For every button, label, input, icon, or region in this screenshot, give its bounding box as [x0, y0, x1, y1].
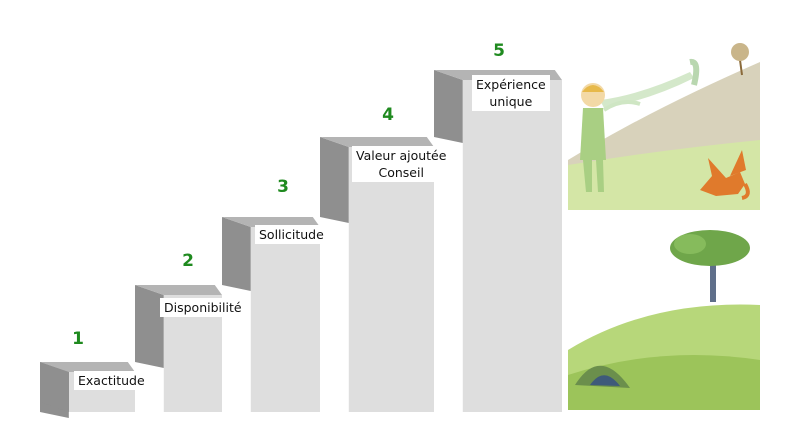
step-label-1: Exactitude: [74, 371, 149, 390]
step-label-2: Disponibilité: [160, 298, 246, 317]
step-3-top: [222, 217, 320, 227]
step-label-5-line2: unique: [489, 94, 533, 109]
step-label-5-line1: Expérience: [476, 77, 546, 92]
step-2-riser: [135, 285, 164, 368]
step-4-riser: [320, 137, 349, 223]
step-label-5: Expérience unique: [472, 75, 550, 111]
step-1-base-side: [40, 362, 69, 412]
step-number-5: 5: [493, 41, 505, 61]
step-number-2: 2: [182, 251, 194, 271]
step-5-face: [462, 80, 562, 412]
step-2-face: [163, 295, 222, 412]
step-label-4-line1: Valeur ajoutée: [356, 148, 447, 163]
step-5-riser: [434, 70, 463, 143]
step-number-4: 4: [382, 105, 394, 125]
step-3-riser: [222, 217, 251, 291]
step-1-top: [40, 362, 135, 372]
step-number-3: 3: [277, 177, 289, 197]
step-label-4: Valeur ajoutée Conseil: [352, 146, 451, 182]
step-number-1: 1: [72, 329, 84, 349]
step-label-3: Sollicitude: [255, 225, 328, 244]
step-4-face: [348, 147, 434, 412]
step-label-4-line2: Conseil: [378, 165, 424, 180]
step-4-top: [320, 137, 434, 147]
step-3-face: [250, 227, 320, 412]
step-2-top: [135, 285, 222, 295]
